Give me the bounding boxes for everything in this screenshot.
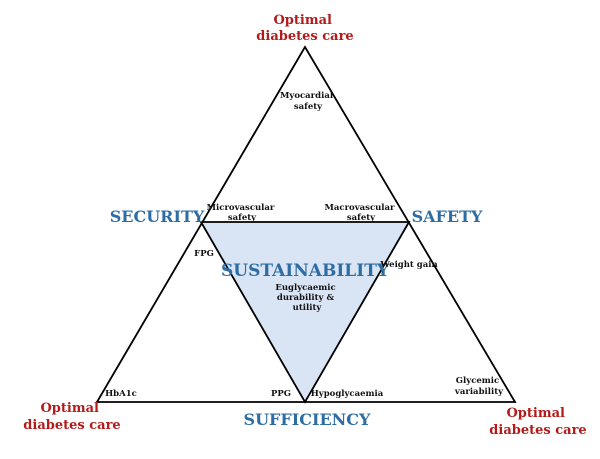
pillar-sufficiency: SUFFICIENCY — [244, 410, 371, 429]
label-myocardial-safety: Myocardial safety — [280, 91, 336, 112]
corner-left-label: Optimal diabetes care — [23, 401, 120, 433]
label-microvascular-safety: Microvascular safety — [207, 203, 278, 223]
label-weight-gain: Weight gain — [379, 260, 437, 270]
pillar-sustainability: SUSTAINABILITY — [221, 261, 390, 281]
label-macrovascular-safety: Macrovascular safety — [324, 203, 397, 223]
corner-top-label: Optimal diabetes care — [256, 13, 353, 44]
corner-right-label: Optimal diabetes care — [489, 406, 586, 438]
label-glycemic-variability: Glycemic variability — [454, 376, 504, 397]
inner-triangle — [199, 221, 411, 404]
label-hba1c: HbA1c — [105, 389, 137, 399]
label-ppg: PPG — [271, 389, 291, 399]
pillar-safety: SAFETY — [412, 207, 483, 226]
pillar-security: SECURITY — [110, 207, 205, 226]
label-euglycaemic: Euglycaemic durability & utility — [275, 283, 338, 313]
label-fpg: FPG — [194, 249, 214, 259]
label-hypoglycaemia: Hypoglycaemia — [311, 389, 384, 399]
